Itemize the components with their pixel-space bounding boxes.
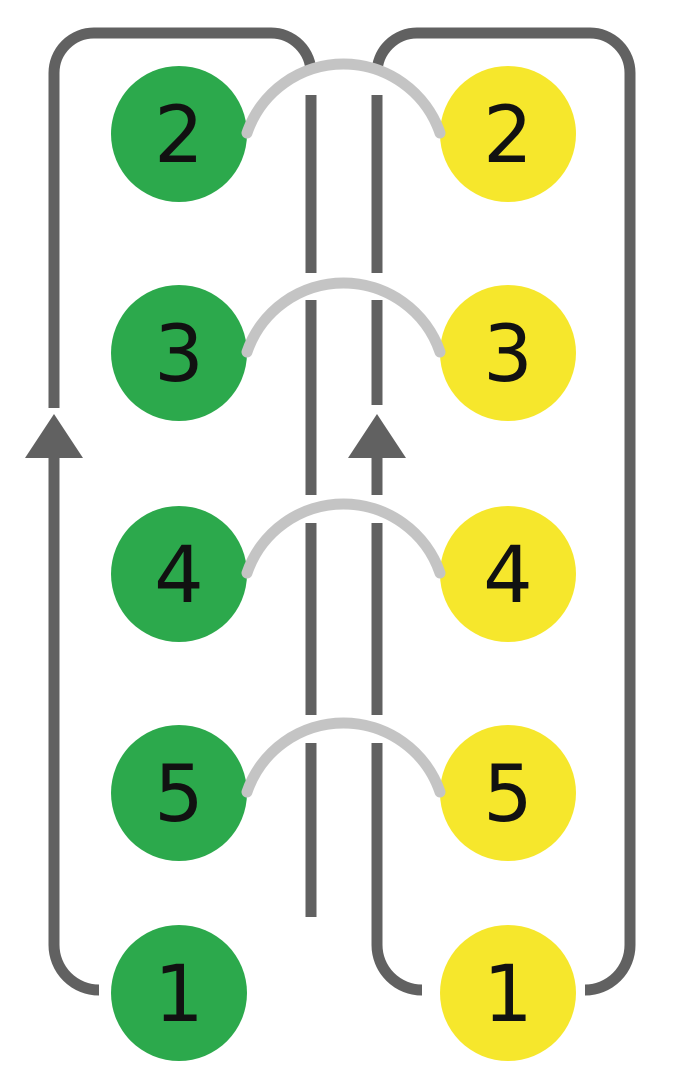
green-node-4-label: 4	[154, 531, 204, 621]
yellow-node-3-circle	[440, 285, 576, 421]
yellow-node-3: 3	[440, 285, 576, 421]
right-loop-return-path	[371, 95, 423, 996]
yellow-node-4-label: 4	[483, 531, 533, 621]
green-node-2-circle	[111, 66, 247, 202]
right-loop-path	[371, 27, 636, 996]
connector-arc-4	[241, 498, 446, 579]
yellow-node-2-label: 2	[483, 91, 533, 181]
yellow-node-4-circle	[440, 506, 576, 642]
left-loop-up-arrow-icon	[25, 414, 83, 458]
green-node-1-circle	[111, 925, 247, 1061]
yellow-node-5-label: 5	[483, 750, 533, 840]
yellow-node-5: 5	[440, 725, 576, 861]
green-node-5-circle	[111, 725, 247, 861]
yellow-node-5-circle	[440, 725, 576, 861]
green-node-1-label: 1	[154, 950, 204, 1040]
left-loop-path	[48, 27, 317, 996]
connector-arc-3	[241, 277, 446, 358]
green-node-4-circle	[111, 506, 247, 642]
connector-arc-5	[241, 717, 446, 798]
green-node-5-label: 5	[154, 750, 204, 840]
green-node-5: 5	[111, 725, 247, 861]
green-node-3: 3	[111, 285, 247, 421]
green-node-3-label: 3	[154, 310, 204, 400]
right-loop-up-arrow-icon	[348, 414, 406, 458]
green-node-4: 4	[111, 506, 247, 642]
green-node-3-circle	[111, 285, 247, 421]
yellow-node-1: 1	[440, 925, 576, 1061]
yellow-node-2: 2	[440, 66, 576, 202]
green-node-1: 1	[111, 925, 247, 1061]
connector-arc-2	[241, 58, 446, 139]
green-node-2-label: 2	[154, 91, 204, 181]
yellow-node-4: 4	[440, 506, 576, 642]
yellow-node-2-circle	[440, 66, 576, 202]
yellow-node-3-label: 3	[483, 310, 533, 400]
yellow-node-1-label: 1	[483, 950, 533, 1040]
yellow-node-1-circle	[440, 925, 576, 1061]
green-node-2: 2	[111, 66, 247, 202]
